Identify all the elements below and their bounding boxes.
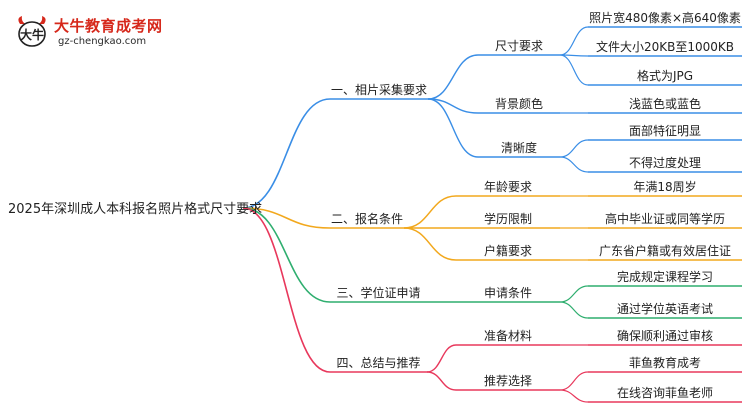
sub-branch-link xyxy=(403,227,457,261)
leaf-node: 确保顺利通过审核 xyxy=(617,328,713,343)
leaf-node: 不得过度处理 xyxy=(629,155,701,170)
leaf-node: 菲鱼教育成考 xyxy=(629,355,701,370)
sub-branch-link xyxy=(403,195,457,229)
sub-branch-node: 年龄要求 xyxy=(484,180,532,194)
sub-branch-link xyxy=(427,98,479,158)
site-logo[interactable]: 大牛 大牛教育成考网 gz-chengkao.com xyxy=(14,14,184,54)
branch-node: 三、学位证申请 xyxy=(336,285,420,300)
sub-branch-link xyxy=(426,344,457,373)
logo-subtitle: gz-chengkao.com xyxy=(58,36,147,47)
logo-mascot-icon: 大牛 xyxy=(18,16,46,47)
leaf-link xyxy=(559,285,589,303)
leaf-node: 文件大小20KB至1000KB xyxy=(596,39,734,54)
branch-link xyxy=(242,207,331,303)
leaf-link xyxy=(559,139,589,158)
leaf-node: 广东省户籍或有效居住证 xyxy=(599,243,731,258)
sub-branch-node: 申请条件 xyxy=(484,286,532,300)
branch-link xyxy=(242,98,331,209)
sub-branch-link xyxy=(426,371,457,391)
branch-node: 一、相片采集要求 xyxy=(331,82,427,97)
leaf-link xyxy=(559,156,589,173)
sub-branch-link xyxy=(427,54,479,100)
leaf-node: 年满18周岁 xyxy=(633,179,696,194)
leaf-link xyxy=(559,301,589,319)
mindmap-links xyxy=(242,26,742,403)
branch-link xyxy=(242,207,331,229)
sub-branch-node: 学历限制 xyxy=(484,211,532,226)
root-node: 2025年深圳成人本科报名照片格式尺寸要求 xyxy=(8,201,262,217)
leaf-node: 在线咨询菲鱼老师 xyxy=(617,385,713,400)
leaf-node: 通过学位英语考试 xyxy=(617,301,713,316)
leaf-link xyxy=(559,389,589,403)
sub-branch-node: 尺寸要求 xyxy=(495,39,543,53)
leaf-node: 照片宽480像素×高640像素 xyxy=(589,10,741,25)
logo-title: 大牛教育成考网 xyxy=(54,17,163,35)
leaf-link xyxy=(559,54,589,86)
sub-branch-node: 户籍要求 xyxy=(484,243,532,258)
leaf-node: 高中毕业证或同等学历 xyxy=(605,211,725,226)
logo-mark-text: 大牛 xyxy=(20,27,44,42)
sub-branch-node: 背景颜色 xyxy=(495,96,543,111)
leaf-node: 格式为JPG xyxy=(637,68,693,83)
branch-link xyxy=(242,207,331,373)
sub-branch-node: 准备材料 xyxy=(484,329,532,343)
mindmap-nodes: 2025年深圳成人本科报名照片格式尺寸要求 一、相片采集要求 尺寸要求 照片宽480… xyxy=(8,10,741,400)
sub-branch-node: 清晰度 xyxy=(501,140,537,155)
leaf-node: 完成规定课程学习 xyxy=(617,269,713,284)
leaf-node: 面部特征明显 xyxy=(629,123,701,138)
leaf-link xyxy=(559,371,589,391)
branch-node: 四、总结与推荐 xyxy=(336,356,420,370)
leaf-node: 浅蓝色或蓝色 xyxy=(629,97,701,111)
branch-node: 二、报名条件 xyxy=(331,211,403,226)
leaf-link xyxy=(559,26,589,56)
sub-branch-node: 推荐选择 xyxy=(484,374,532,388)
